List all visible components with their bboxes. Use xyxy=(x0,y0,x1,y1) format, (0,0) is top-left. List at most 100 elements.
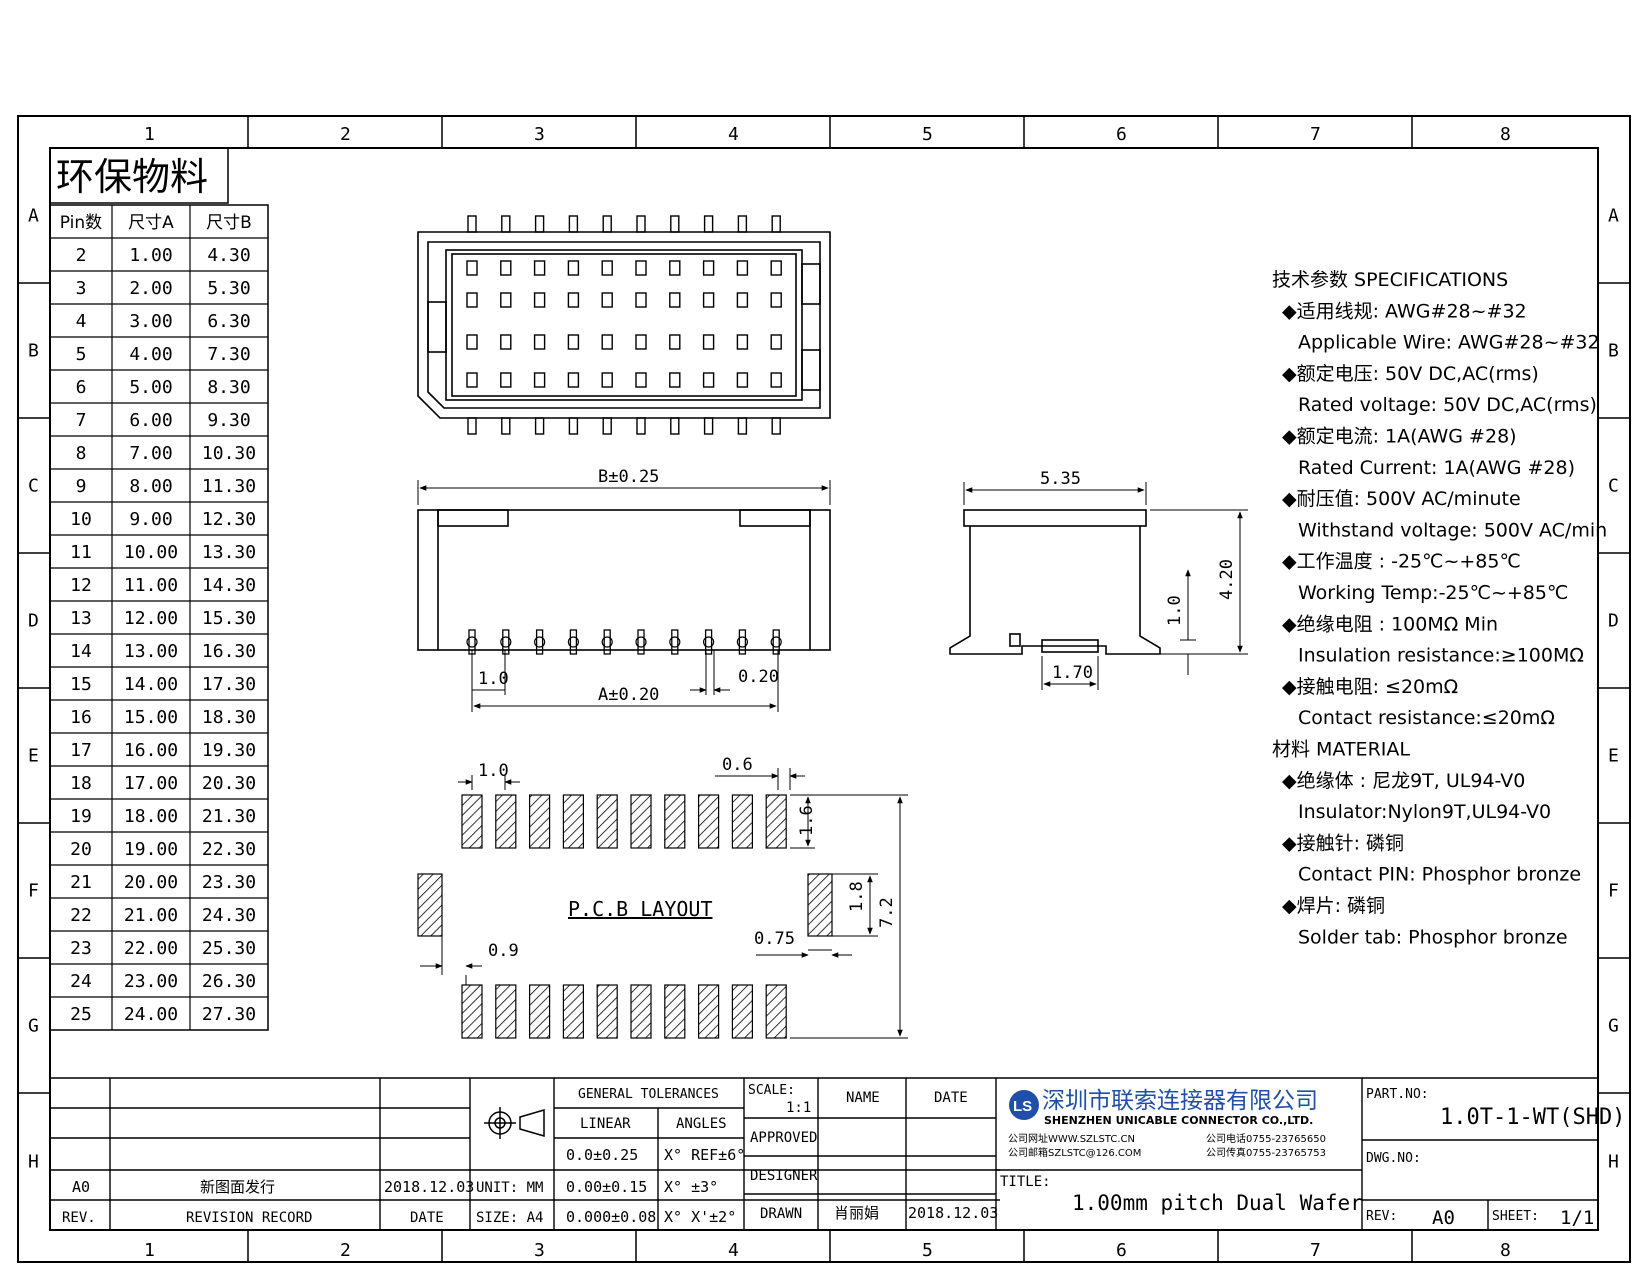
column-label-bottom: 3 xyxy=(534,1240,545,1261)
contact-slot xyxy=(770,372,782,388)
table-cell: 27.30 xyxy=(202,1004,256,1025)
pcb-pad-top xyxy=(528,794,551,849)
front-pin xyxy=(704,629,713,655)
table-cell: 15.00 xyxy=(124,707,178,728)
table-cell: 22.30 xyxy=(202,839,256,860)
contact-slot xyxy=(635,334,647,350)
table-cell: 16 xyxy=(70,707,92,728)
pcb-pad-bottom xyxy=(495,984,517,1039)
table-cell: 26.30 xyxy=(202,971,256,992)
company-fax: 公司传真0755-23765753 xyxy=(1206,1146,1326,1159)
pcb-layout-label: P.C.B LAYOUT xyxy=(568,897,713,921)
table-cell: 17.00 xyxy=(124,773,178,794)
table-cell: 2 xyxy=(76,245,87,266)
table-cell: 3 xyxy=(76,278,87,299)
contact-slot xyxy=(770,334,782,350)
table-cell: 3.00 xyxy=(129,311,172,332)
front-pin-head xyxy=(770,636,782,648)
table-cell: 10.30 xyxy=(202,443,256,464)
rev-value: A0 xyxy=(72,1178,90,1196)
table-cell: 13.30 xyxy=(202,542,256,563)
eco-label: 环保物料 xyxy=(56,155,208,199)
pcb-pad-top xyxy=(596,794,618,849)
dim-side-height: 4.20 xyxy=(1217,559,1237,600)
name-label: NAME xyxy=(846,1090,880,1106)
column-label-bottom: 5 xyxy=(922,1240,933,1261)
table-cell: 4.00 xyxy=(129,344,172,365)
spec-line: ◆接触电阻: ≤20mΩ xyxy=(1282,676,1458,698)
contact-slot xyxy=(466,372,478,388)
row-label-left: D xyxy=(28,611,39,632)
table-cell: 16.30 xyxy=(202,641,256,662)
front-pin xyxy=(535,629,544,655)
spec-line: ◆适用线规: AWG#28~#32 xyxy=(1282,300,1527,322)
table-cell: 8 xyxy=(76,443,87,464)
table-cell: 19.00 xyxy=(124,839,178,860)
spec-line: Solder tab: Phosphor bronze xyxy=(1298,926,1568,948)
front-dimensions xyxy=(417,480,831,712)
bottom-pin xyxy=(636,417,646,435)
dim-side-tab: 1.70 xyxy=(1052,663,1093,683)
company-name-en: SHENZHEN UNICABLE CONNECTOR CO.,LTD. xyxy=(1044,1114,1313,1127)
contact-slot xyxy=(567,260,580,276)
size-label: SIZE: A4 xyxy=(476,1210,543,1226)
spec-line: Contact resistance:≤20mΩ xyxy=(1298,707,1555,729)
rev-value-title: A0 xyxy=(1432,1207,1455,1229)
top-view xyxy=(417,231,831,419)
spec-line: ◆绝缘体 : 尼龙9T, UL94-V0 xyxy=(1282,770,1525,792)
table-cell: 15 xyxy=(70,674,92,695)
spec-line: ◆工作温度 : -25℃~+85℃ xyxy=(1282,551,1521,573)
pcb-pad-top xyxy=(731,794,754,849)
front-pin-head xyxy=(635,636,647,648)
pcb-dimensions xyxy=(420,768,908,1039)
scale-label: SCALE: xyxy=(748,1083,795,1098)
row-label-right: E xyxy=(1608,746,1619,767)
pcb-pad-bottom xyxy=(697,984,720,1039)
table-cell: 6.30 xyxy=(207,311,250,332)
dim-pcb-total: 7.2 xyxy=(877,897,897,928)
table-cell: 15.30 xyxy=(202,608,256,629)
pcb-pad-bottom xyxy=(461,984,483,1039)
rev-record: 新图面发行 xyxy=(200,1178,275,1196)
contact-slot xyxy=(500,260,512,276)
contact-slot xyxy=(500,372,512,388)
spec-line: Applicable Wire: AWG#28~#32 xyxy=(1298,332,1600,354)
column-label-top: 8 xyxy=(1500,124,1511,145)
bottom-pin xyxy=(771,417,781,435)
rev-row: A0 新图面发行 2018.12.03 REV. REVISION RECORD… xyxy=(62,1178,474,1226)
dim-a-width: A±0.20 xyxy=(598,685,659,705)
bottom-pin xyxy=(670,417,680,435)
table-cell: 21.30 xyxy=(202,806,256,827)
front-pin-head xyxy=(601,636,613,648)
row-label-right: G xyxy=(1608,1016,1619,1037)
table-cell: 20.30 xyxy=(202,773,256,794)
revision-record-header: REVISION RECORD xyxy=(186,1210,312,1226)
contact-slot xyxy=(533,372,546,388)
table-cell: 18.00 xyxy=(124,806,178,827)
spec-line: Working Temp:-25℃~+85℃ xyxy=(1298,582,1568,604)
table-cell: 4 xyxy=(76,311,87,332)
pcb-pad-top xyxy=(664,794,686,849)
row-label-right: A xyxy=(1608,206,1619,227)
contact-slot xyxy=(601,334,613,350)
table-cell: 7.30 xyxy=(207,344,250,365)
scale-value: 1:1 xyxy=(786,1100,811,1116)
column-label-top: 7 xyxy=(1310,124,1321,145)
dim-side-width: 5.35 xyxy=(1040,469,1081,489)
front-pin xyxy=(671,629,679,655)
top-pin xyxy=(534,215,545,233)
spec-line: Contact PIN: Phosphor bronze xyxy=(1298,864,1581,886)
contact-slot xyxy=(601,372,613,388)
column-label-top: 6 xyxy=(1116,124,1127,145)
row-label-left: H xyxy=(28,1152,39,1173)
general-tolerances: GENERAL TOLERANCES xyxy=(578,1087,719,1102)
bottom-pin xyxy=(534,417,545,435)
spec-line: 材料 MATERIAL xyxy=(1272,739,1410,761)
top-pin xyxy=(771,215,781,233)
contact-slot xyxy=(770,260,782,276)
table-cell: 9 xyxy=(76,476,87,497)
column-label-top: 1 xyxy=(144,124,155,145)
table-cell: 9.00 xyxy=(129,509,172,530)
